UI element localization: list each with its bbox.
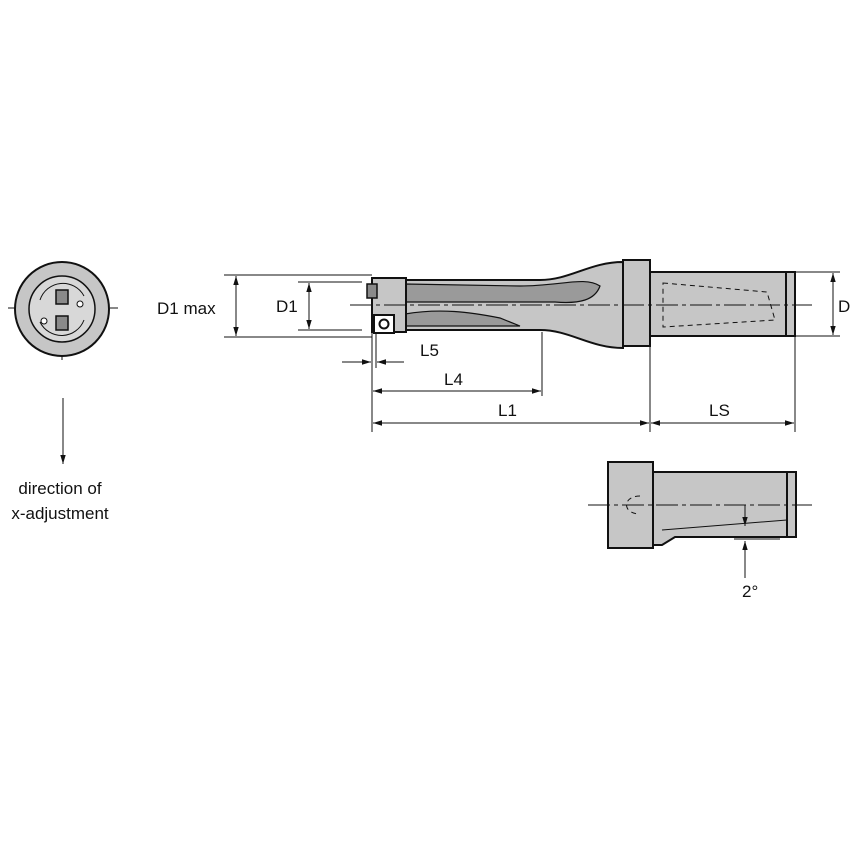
end-view-insert-lower [55, 315, 69, 331]
direction-label-line1: direction of [18, 479, 101, 498]
angle-label: 2° [742, 582, 758, 601]
detail-hidden-bore [626, 495, 641, 515]
end-view-coolant-hole-right [76, 300, 84, 308]
ls-label: LS [709, 401, 730, 420]
drill-collar [622, 259, 651, 347]
l5-label: L5 [420, 341, 439, 360]
l4-label: L4 [444, 370, 463, 389]
end-view-coolant-hole-left [40, 317, 48, 325]
drill-flute-upper [404, 280, 601, 304]
shank-detail-view: 2° [588, 461, 812, 601]
end-view-inner-circle [28, 275, 96, 343]
detail-shank [652, 471, 788, 546]
d1max-label: D1 max [157, 299, 216, 318]
end-view-flute-upper [39, 282, 85, 301]
d1-label: D1 [276, 297, 298, 316]
d-label: D [838, 297, 850, 316]
drill-flute-lower [404, 310, 521, 327]
drill-side-view [224, 259, 840, 350]
drill-shank-end [785, 271, 796, 337]
drill-insert-top [366, 283, 378, 299]
detail-whistle-flat [661, 519, 788, 531]
insert-screw-icon [378, 318, 390, 330]
end-view-flute-lower [39, 319, 85, 336]
l1-label: L1 [498, 401, 517, 420]
end-view [8, 261, 118, 362]
direction-label-line2: x-adjustment [11, 504, 109, 523]
end-view-insert-upper [55, 289, 69, 305]
